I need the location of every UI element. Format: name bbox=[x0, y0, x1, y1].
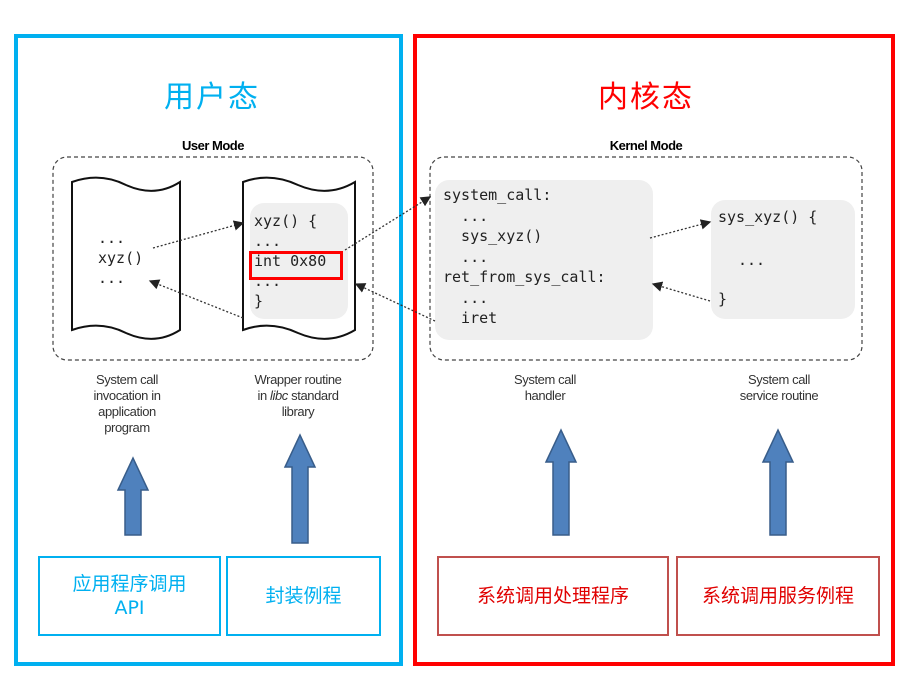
caption-line: service routine bbox=[739, 388, 819, 403]
service-routine-box: 系统调用服务例程 bbox=[676, 556, 880, 636]
caption-line: library bbox=[281, 404, 315, 419]
code-line: sys_xyz() bbox=[443, 227, 543, 245]
kernel-mode-dashed-box bbox=[429, 156, 863, 361]
caption-line: program bbox=[104, 420, 150, 435]
up-arrow-service bbox=[761, 428, 795, 536]
kernel-mode-title: 内核态 bbox=[598, 80, 694, 115]
code-line: int 0x80 bbox=[254, 252, 327, 270]
wrapper-routine-box: 封装例程 bbox=[226, 556, 381, 636]
service-code-line: } bbox=[718, 290, 728, 308]
caption-line: in libc standard bbox=[228, 388, 368, 404]
code-line: ... bbox=[443, 247, 489, 266]
code-line: ... bbox=[98, 269, 126, 287]
kernel-mode-label: Kernel Mode bbox=[609, 138, 683, 153]
wrapper-code: xyz() { ... int 0x80 ... } bbox=[254, 211, 326, 311]
user-mode-dashed-box bbox=[52, 156, 374, 361]
wrapper-page bbox=[242, 176, 356, 340]
code-line: iret bbox=[443, 309, 498, 327]
code-line: xyz() bbox=[98, 249, 144, 267]
up-arrow-api bbox=[116, 456, 150, 536]
app-code: ... xyz() ... bbox=[98, 228, 143, 288]
call-arrow-app-to-wrapper bbox=[152, 220, 245, 249]
caption-line: application bbox=[98, 404, 156, 419]
iret-arrow-kernel-to-wrapper bbox=[354, 283, 436, 322]
code-line: ... bbox=[254, 232, 282, 250]
call-arrow-handler-to-service bbox=[649, 219, 712, 239]
service-caption: System call service routine bbox=[709, 372, 849, 404]
up-arrow-handler bbox=[544, 428, 578, 536]
up-arrow-wrapper bbox=[283, 433, 317, 544]
box-label: API bbox=[114, 597, 145, 619]
caption-line: invocation in bbox=[93, 388, 161, 403]
box-label: 应用程序调用 bbox=[72, 573, 187, 595]
caption-text: in bbox=[257, 388, 270, 403]
user-mode-label: User Mode bbox=[182, 138, 244, 153]
caption-line: System call bbox=[513, 372, 577, 387]
code-line: ret_from_sys_call: bbox=[443, 268, 606, 286]
return-arrow-wrapper-to-app bbox=[148, 279, 244, 319]
service-code-bg bbox=[711, 200, 855, 319]
caption-line: Wrapper routine bbox=[254, 372, 342, 387]
app-program-page bbox=[71, 176, 181, 340]
kernel-mode-panel bbox=[413, 34, 895, 666]
caption-line: handler bbox=[524, 388, 566, 403]
handler-caption: System call handler bbox=[475, 372, 615, 404]
handler-box: 系统调用处理程序 bbox=[437, 556, 669, 636]
app-caption: System call invocation in application pr… bbox=[57, 372, 197, 436]
return-arrow-service-to-handler bbox=[651, 281, 711, 302]
handler-code-bg bbox=[435, 180, 653, 340]
user-mode-title: 用户态 bbox=[164, 80, 260, 115]
wrapper-caption: Wrapper routine in libc standard library bbox=[228, 372, 368, 420]
code-line: xyz() { bbox=[254, 212, 318, 230]
code-line: system_call: bbox=[443, 186, 552, 204]
service-code-line: sys_xyz() { bbox=[718, 208, 818, 226]
handler-code: system_call: ... sys_xyz() ... ret_from_… bbox=[443, 185, 606, 329]
wrapper-code-bg bbox=[250, 203, 348, 319]
code-line: ... bbox=[98, 229, 126, 247]
user-mode-panel bbox=[14, 34, 403, 666]
trap-arrow-wrapper-to-kernel bbox=[344, 196, 432, 251]
code-line: ... bbox=[443, 288, 489, 307]
caption-line: System call bbox=[747, 372, 811, 387]
service-code-line: ... bbox=[738, 251, 766, 269]
caption-libc: libc bbox=[270, 388, 288, 403]
code-line: } bbox=[254, 292, 264, 310]
code-line: ... bbox=[443, 206, 489, 225]
code-line: ... bbox=[254, 272, 282, 290]
caption-text: standard bbox=[287, 388, 339, 403]
caption-line: System call bbox=[95, 372, 159, 387]
int-0x80-highlight bbox=[249, 251, 343, 280]
